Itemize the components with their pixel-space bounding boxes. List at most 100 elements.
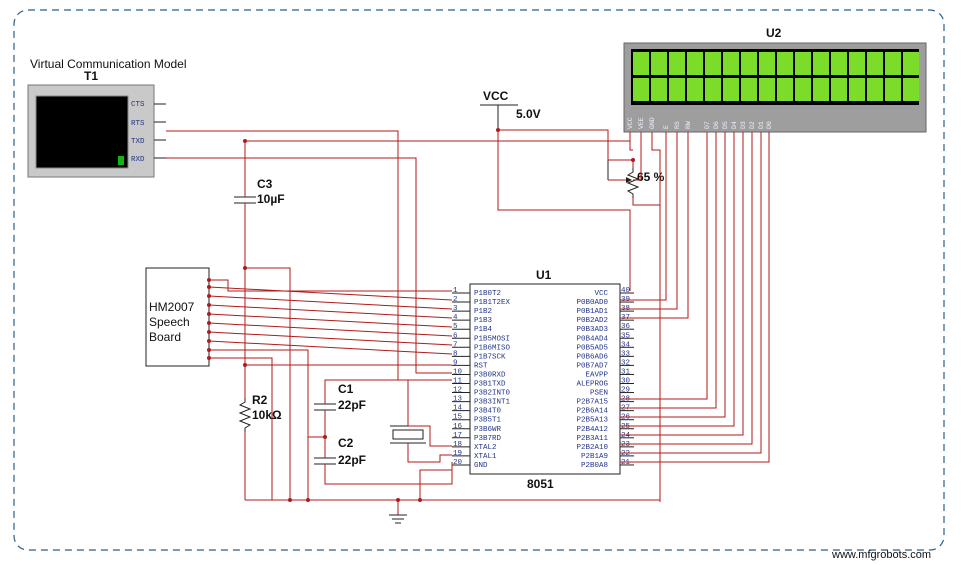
mcu-pin-name: P2B6A14 [576, 408, 608, 416]
terminal-pin-rts: RTS [131, 120, 145, 128]
lcd-pin-label: D6 [713, 121, 720, 129]
mcu-pin-number: 31 [621, 368, 631, 376]
mcu-pin-name: P2B3A11 [576, 435, 608, 443]
terminal-heading: Virtual Communication Model [30, 57, 187, 71]
mcu-pin-name: VCC [594, 290, 608, 298]
virtual-terminal[interactable] [27, 84, 155, 178]
lcd-cell [741, 52, 757, 75]
lcd-cell [831, 52, 847, 75]
mcu-pin-number: 15 [453, 414, 463, 422]
vcc-label: VCC [483, 89, 509, 103]
lcd-cell [687, 78, 703, 101]
mcu-pin-number: 30 [621, 378, 631, 386]
lcd-ref: U2 [766, 26, 782, 40]
junction-dots [207, 128, 635, 502]
mcu-pin-name: P1B2 [474, 308, 492, 316]
capacitor-c1[interactable] [314, 403, 336, 411]
mcu-pin-name: P1B5MOSI [474, 335, 510, 343]
lcd-cell [813, 52, 829, 75]
lcd-display[interactable] [623, 42, 927, 133]
lcd-pin-label: D4 [731, 121, 738, 129]
terminal-pin-cts: CTS [131, 101, 145, 109]
mcu-pin-name: P1B7SCK [474, 353, 506, 361]
r2-value: 10kΩ [252, 408, 282, 422]
mcu-pin-name: P2B5A13 [576, 417, 608, 425]
mcu-pin-name: P2B4A12 [576, 426, 608, 434]
mcu-ref: U1 [536, 268, 552, 282]
mcu-8051[interactable] [469, 283, 621, 475]
mcu-pin-name: XTAL2 [474, 444, 497, 452]
mcu-pin-name: P0B0AD0 [576, 299, 608, 307]
mcu-pin-name: P0B5AD5 [576, 344, 608, 352]
lcd-cell [795, 52, 811, 75]
mcu-pin-number: 4 [453, 314, 458, 322]
lcd-cell [867, 78, 883, 101]
vcc-value: 5.0V [516, 107, 541, 121]
r2-ref: R2 [252, 393, 268, 407]
pot-value: 65 % [637, 170, 665, 184]
mcu-pin-number: 34 [621, 341, 631, 349]
mcu-pin-number: 28 [621, 396, 630, 404]
lcd-cell [759, 78, 775, 101]
speech-board-line-2: Speech [149, 315, 190, 329]
mcu-pin-number: 14 [453, 405, 463, 413]
speech-board-line-3: Board [149, 330, 181, 344]
lcd-pin-label: VCC [627, 117, 634, 129]
lcd-cell [849, 78, 865, 101]
mcu-pin-number: 11 [453, 378, 463, 386]
lcd-cell [723, 78, 739, 101]
mcu-pin-number: 26 [621, 414, 631, 422]
lcd-pin-label: D1 [758, 121, 765, 129]
ground-symbol [389, 514, 407, 524]
mcu-pin-number: 24 [621, 432, 631, 440]
mcu-pin-name: P0B3AD3 [576, 326, 608, 334]
lcd-cell [687, 52, 703, 75]
mcu-pin-number: 19 [453, 450, 462, 458]
capacitor-c2[interactable] [314, 457, 336, 465]
mcu-pin-number: 6 [453, 332, 458, 340]
mcu-pin-name: P3B2INT0 [474, 390, 511, 398]
mcu-pin-number: 17 [453, 432, 462, 440]
lcd-pin-label: E [663, 125, 670, 129]
capacitor-c3[interactable] [234, 196, 256, 204]
mcu-pin-name: PSEN [590, 390, 608, 398]
c1-value: 22pF [338, 398, 366, 412]
lcd-cell [885, 52, 901, 75]
lcd-pin-label: D7 [704, 121, 711, 129]
lcd-cell [651, 78, 667, 101]
lcd-cell [669, 52, 685, 75]
lcd-pin-label: RS [674, 121, 681, 129]
terminal-pin-txd: TXD [131, 138, 145, 146]
mcu-pin-name: P2B7A15 [576, 399, 608, 407]
lcd-cell [633, 78, 649, 101]
mcu-pin-number: 13 [453, 396, 463, 404]
mcu-pin-number: 22 [621, 450, 630, 458]
mcu-pin-number: 36 [621, 323, 631, 331]
c3-ref: C3 [257, 177, 273, 191]
mcu-pin-number: 1 [453, 287, 458, 295]
mcu-pin-name: P1B1T2EX [474, 299, 511, 307]
mcu-pin-name: P3B7RD [474, 435, 502, 443]
mcu-pin-name: P2B0A8 [581, 462, 608, 470]
outer-frame [13, 9, 945, 551]
lcd-cell [903, 52, 919, 75]
lcd-cell [813, 78, 829, 101]
mcu-pin-name: P0B1AD1 [576, 308, 608, 316]
mcu-pin-name: EAVPP [585, 371, 608, 379]
lcd-cell [723, 52, 739, 75]
mcu-pin-name: P3B5T1 [474, 417, 502, 425]
crystal[interactable] [390, 425, 426, 444]
c1-ref: C1 [338, 382, 354, 396]
mcu-pin-number: 10 [453, 368, 463, 376]
mcu-pin-number: 2 [453, 296, 458, 304]
lcd-cell [777, 52, 793, 75]
mcu-pin-number: 20 [453, 459, 463, 467]
potentiometer[interactable] [607, 160, 640, 198]
mcu-pin-name: P3B1TXD [474, 381, 506, 389]
mcu-pin-name: P3B6WR [474, 426, 502, 434]
resistor-r2[interactable] [238, 398, 252, 432]
speech-board[interactable] [145, 267, 210, 367]
lcd-cell [777, 78, 793, 101]
mcu-pin-name: XTAL1 [474, 453, 497, 461]
